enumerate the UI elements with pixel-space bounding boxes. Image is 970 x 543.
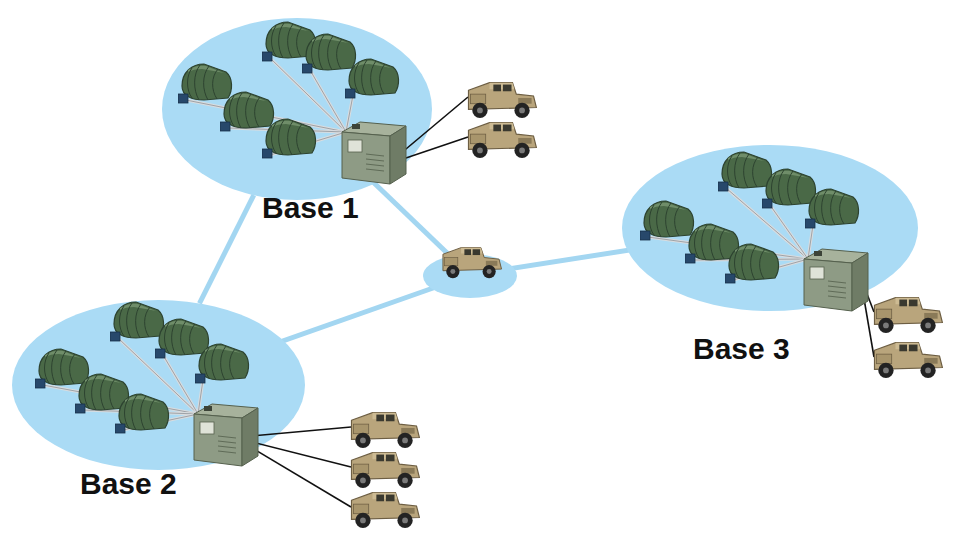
power-cable xyxy=(310,70,346,132)
base-illustration xyxy=(12,300,305,470)
vehicle-icon xyxy=(874,298,942,333)
connector-layer xyxy=(199,195,253,303)
tent-icon xyxy=(155,319,209,358)
tent-icon xyxy=(115,394,169,433)
vehicle-icon xyxy=(468,83,536,118)
tent-icon xyxy=(220,92,274,131)
tent-icon xyxy=(302,34,356,73)
base-area: Base 3 xyxy=(622,145,918,311)
vehicle-icon xyxy=(351,493,419,528)
vehicle-icon xyxy=(351,453,419,488)
tent-icon xyxy=(805,189,859,228)
base-label: Base 2 xyxy=(80,466,177,502)
network-link xyxy=(199,195,253,303)
power-wire xyxy=(400,137,468,160)
tent-icon xyxy=(262,119,316,158)
tent-icon xyxy=(718,152,772,191)
base-ellipse xyxy=(162,18,432,200)
tent-icon xyxy=(178,64,232,103)
tent-icon xyxy=(725,244,779,283)
base-area: Base 1 xyxy=(162,18,432,200)
tent-icon xyxy=(110,302,164,341)
base-label: Base 1 xyxy=(262,190,359,226)
tent-icon xyxy=(762,169,816,208)
power-cable xyxy=(770,205,808,259)
vehicle-icon xyxy=(351,413,419,448)
power-wire xyxy=(252,427,351,436)
power-wire xyxy=(400,97,468,154)
tent-icon xyxy=(345,59,399,98)
tent-icon xyxy=(35,349,89,388)
base-ellipse xyxy=(622,145,918,311)
base-illustration xyxy=(622,145,918,311)
base-area: Base 2 xyxy=(12,300,305,470)
generator-icon xyxy=(342,122,406,184)
power-cable xyxy=(163,355,198,414)
vehicle-icon xyxy=(468,123,536,158)
power-cable xyxy=(310,70,346,132)
tent-icon xyxy=(195,344,249,383)
power-wire xyxy=(252,442,351,467)
vehicle-icon xyxy=(443,248,502,279)
base-illustration xyxy=(162,18,432,200)
generator-icon xyxy=(804,249,868,311)
base-label: Base 3 xyxy=(693,331,790,367)
power-cable xyxy=(770,205,808,259)
generator-icon xyxy=(194,404,258,466)
power-cable xyxy=(163,355,198,414)
vehicle-icon xyxy=(874,343,942,378)
power-wire xyxy=(252,448,351,507)
tent-icon xyxy=(640,201,694,240)
